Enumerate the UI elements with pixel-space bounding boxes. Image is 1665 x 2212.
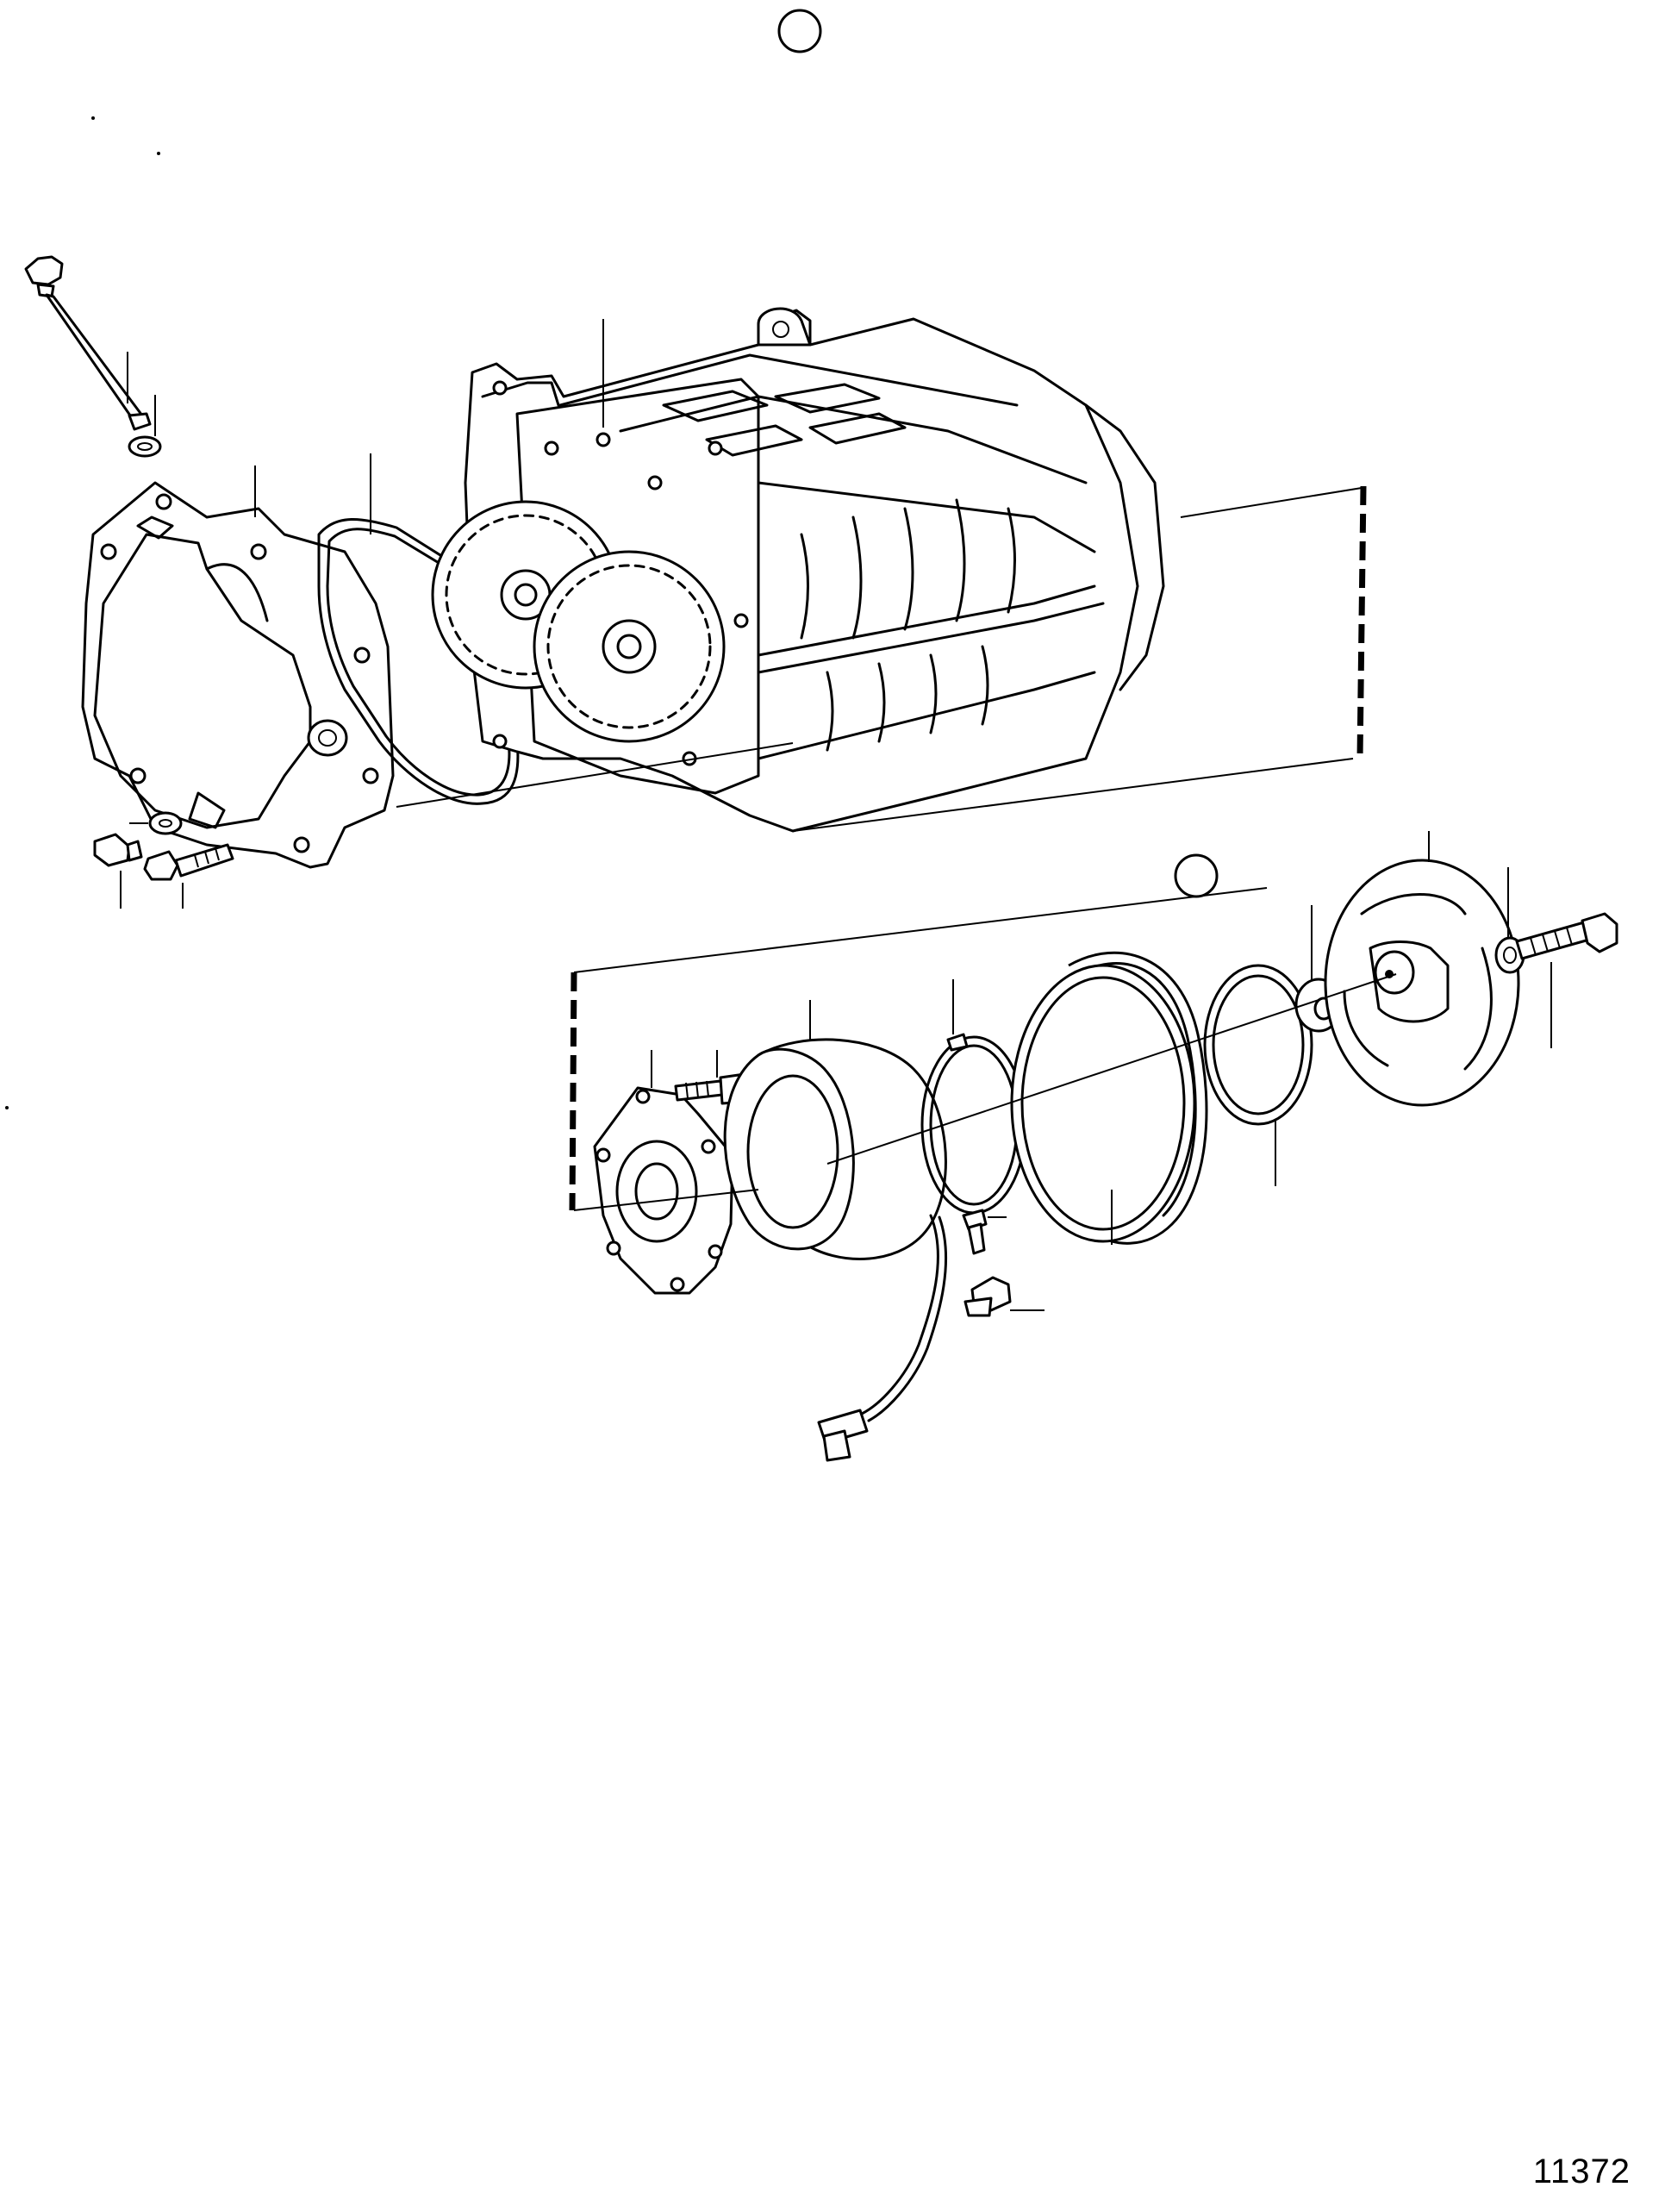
clamp-screw [962,1209,988,1255]
axis-line [573,887,1268,973]
pulley [1010,951,1208,1245]
section-marker-circle-top [777,9,822,53]
center-bolt [1515,912,1618,960]
axis-line [792,758,1354,832]
plate-washer [1494,936,1525,974]
dipstick [24,255,152,431]
axis-line [396,742,794,808]
callout-leaders [120,319,1552,1311]
dipstick-washer [128,435,162,458]
figure-number: 11372 [1532,2153,1631,2190]
speck [157,152,160,155]
axis-line [826,973,1397,1165]
cover-plug [93,833,143,867]
clutch-hub [593,1086,734,1295]
magnet-coil [723,1038,947,1260]
cover-bolt [143,843,234,881]
assembly-boundary-line [1356,485,1367,759]
armature-plate [1324,859,1520,1107]
cover-gasket [317,517,520,805]
coil-wire [860,1214,948,1422]
section-marker-circle-lower [1174,853,1219,898]
axis-line [1180,487,1363,518]
wire-connector [817,1409,869,1462]
cable-clamp [963,1276,1012,1317]
cover-washer [148,811,183,835]
speck [5,1106,9,1109]
end-cover [81,481,395,869]
speck [91,116,95,120]
timing-gear-right [533,550,726,743]
axis-line [573,1189,759,1211]
assembly-boundary-line [569,972,577,1211]
retaining-ring [1203,964,1313,1126]
